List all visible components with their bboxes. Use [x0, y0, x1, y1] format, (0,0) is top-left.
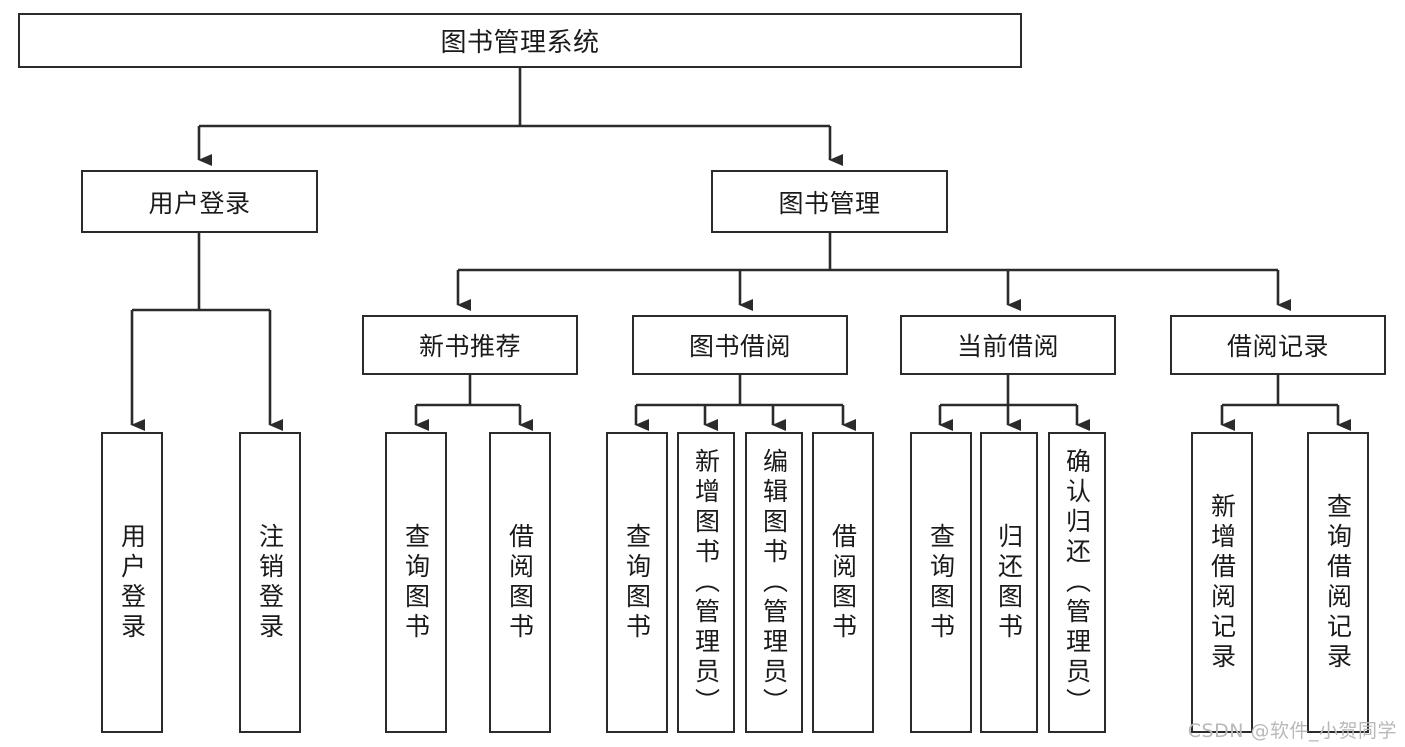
leaf-borrow-add-book-admin[interactable]: 新增图书（管理员） [677, 432, 735, 733]
leaf-record-add-record[interactable]: 新增借阅记录 [1191, 432, 1253, 733]
node-label: 查询图书 [622, 522, 652, 643]
leaf-borrow-borrow-book[interactable]: 借阅图书 [812, 432, 874, 733]
node-label: 图书管理系统 [440, 28, 600, 58]
watermark-text: CSDN @软件_小贺同学 [1187, 720, 1397, 742]
node-label: 查询图书 [401, 522, 431, 643]
node-label: 注销登录 [255, 522, 285, 643]
node-label: 用户登录 [148, 188, 251, 218]
node-label: 确认归还（管理员） [1062, 447, 1092, 718]
node-label: 新增图书（管理员） [691, 447, 721, 718]
leaf-borrow-query-book[interactable]: 查询图书 [606, 432, 668, 733]
node-label: 借阅图书 [828, 522, 858, 643]
leaf-current-confirm-return-admin[interactable]: 确认归还（管理员） [1048, 432, 1106, 733]
node-current-borrow[interactable]: 当前借阅 [900, 315, 1116, 375]
node-label: 图书管理 [778, 188, 881, 218]
node-borrow-record[interactable]: 借阅记录 [1170, 315, 1386, 375]
node-root-system[interactable]: 图书管理系统 [18, 13, 1022, 68]
leaf-record-query-record[interactable]: 查询借阅记录 [1307, 432, 1369, 733]
node-user-login[interactable]: 用户登录 [81, 170, 318, 233]
csdn-watermark: CSDN @软件_小贺同学 [1188, 716, 1397, 743]
leaf-recommend-query-book[interactable]: 查询图书 [385, 432, 447, 733]
node-new-book-recommend[interactable]: 新书推荐 [362, 315, 578, 375]
node-label: 用户登录 [117, 522, 147, 643]
node-label: 归还图书 [994, 522, 1024, 643]
leaf-current-query-book[interactable]: 查询图书 [910, 432, 972, 733]
leaf-recommend-borrow-book[interactable]: 借阅图书 [489, 432, 551, 733]
node-label: 查询借阅记录 [1323, 492, 1353, 673]
node-book-management[interactable]: 图书管理 [711, 170, 948, 233]
leaf-user-login-logout[interactable]: 注销登录 [239, 432, 301, 733]
leaf-borrow-edit-book-admin[interactable]: 编辑图书（管理员） [745, 432, 803, 733]
node-label: 新书推荐 [418, 332, 521, 361]
node-label: 借阅记录 [1226, 332, 1329, 361]
node-label: 编辑图书（管理员） [759, 447, 789, 718]
leaf-current-return-book[interactable]: 归还图书 [980, 432, 1038, 733]
node-label: 查询图书 [926, 522, 956, 643]
node-label: 借阅图书 [505, 522, 535, 643]
node-book-borrow[interactable]: 图书借阅 [632, 315, 848, 375]
node-label: 新增借阅记录 [1207, 492, 1237, 673]
node-label: 当前借阅 [956, 332, 1059, 361]
node-label: 图书借阅 [688, 332, 791, 361]
leaf-user-login-login[interactable]: 用户登录 [101, 432, 163, 733]
